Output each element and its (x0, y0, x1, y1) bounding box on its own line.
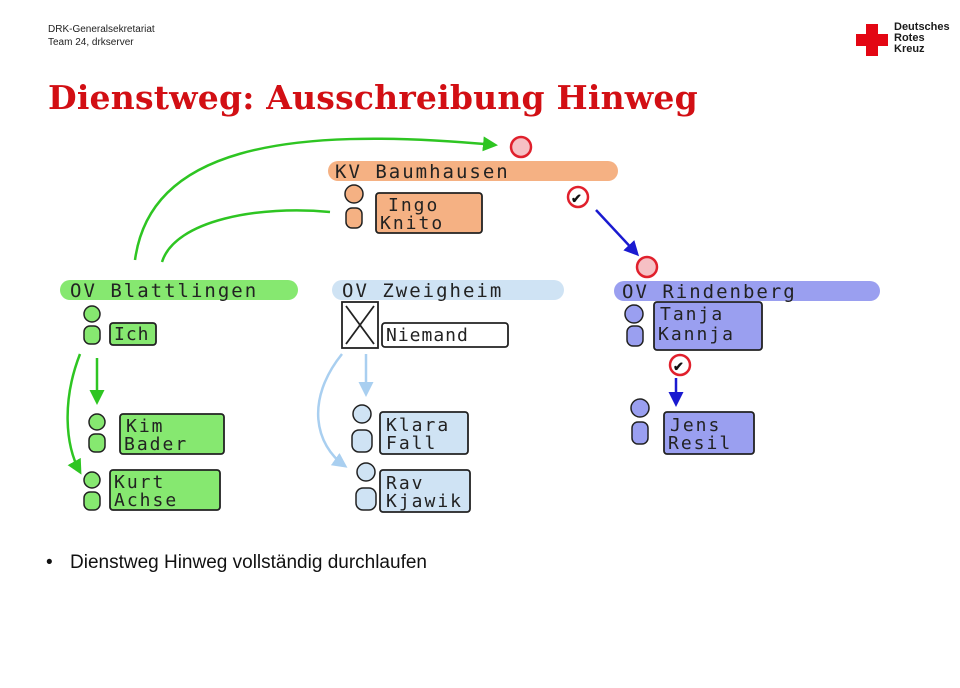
arrow-kv-to-ov1 (160, 209, 331, 263)
person-icon (630, 398, 650, 445)
svg-text:OV Zweigheim: OV Zweigheim (342, 280, 503, 302)
arrow-ov1-to-kv (133, 136, 498, 261)
svg-text:Kurt: Kurt (114, 472, 165, 493)
svg-text:Rav: Rav (386, 473, 425, 494)
person-icon (88, 413, 106, 453)
person-icon (351, 404, 373, 453)
kv-node: KV Baumhausen Ingo Knito (328, 135, 618, 234)
svg-text:Niemand: Niemand (386, 325, 469, 346)
kv-name-banner (328, 161, 618, 181)
svg-text:Fall: Fall (386, 433, 437, 454)
ov2-head-card (381, 322, 509, 348)
arrows (66, 136, 684, 475)
ov-blattlingen-node: OV Blattlingen Ich Kim Bader Kurt Achse (60, 280, 298, 511)
arrow-ov2-head-to-m2 (317, 353, 348, 468)
red-cross-icon (856, 24, 888, 56)
svg-text:Kjawik: Kjawik (386, 491, 463, 512)
status-open-icon (635, 255, 659, 279)
slide-title: Dienstweg: Ausschreibung Hinweg (48, 78, 698, 117)
svg-text:Resil: Resil (668, 433, 732, 454)
ov1-name-banner (60, 280, 298, 300)
svg-text:Ingo: Ingo (388, 195, 439, 216)
bullet-text: Dienstweg Hinweg vollständig durchlaufen (70, 552, 427, 573)
svg-text:Jens: Jens (670, 415, 721, 436)
bullet-item: • Dienstweg Hinweg vollständig durchlaufe… (46, 552, 427, 574)
checkmark-icon: ✔ (673, 359, 684, 374)
person-icon (355, 462, 377, 511)
status-done-icon (566, 185, 590, 209)
ov2-name-banner (332, 280, 564, 300)
kv-person-card (375, 192, 483, 234)
person-icon (344, 184, 364, 229)
checkmark-icon: ✔ (571, 191, 582, 206)
ov3-member1-card (663, 411, 755, 455)
ov2-member2-card (379, 469, 471, 513)
drk-logo: Deutsches Rotes Kreuz (854, 22, 954, 62)
ov1-member2-card (109, 469, 221, 511)
ov1-member1-card (119, 413, 225, 455)
svg-text:Kannja: Kannja (658, 324, 735, 345)
arrow-ov1-head-to-m2 (66, 353, 82, 475)
ov3-name-banner (614, 281, 880, 301)
svg-text:Knito: Knito (380, 213, 444, 234)
logo-wordmark: Deutsches Rotes Kreuz (894, 21, 950, 55)
svg-text:OV Blattlingen: OV Blattlingen (70, 280, 258, 302)
ov3-head-card (653, 301, 763, 351)
bullet-dot: • (46, 552, 53, 573)
svg-text:Kim: Kim (126, 416, 165, 437)
arrow-kv-to-ov3 (595, 209, 640, 257)
status-open-icon (509, 135, 533, 159)
svg-text:Ich: Ich (114, 324, 150, 345)
ov-zweigheim-node: OV Zweigheim Niemand Klara Fall Rav Kjaw… (332, 280, 564, 513)
svg-text:Achse: Achse (114, 490, 178, 511)
header-team-line: Team 24, drkserver (48, 37, 134, 48)
svg-text:Bader: Bader (124, 434, 188, 455)
status-done-icon (668, 353, 692, 377)
svg-text:Klara: Klara (386, 415, 450, 436)
ov2-member1-card (379, 411, 469, 455)
vacant-position-icon (341, 301, 379, 349)
ov-rindenberg-node: OV Rindenberg Tanja Kannja ✔ Jens Resil (614, 255, 880, 455)
person-icon (83, 305, 101, 345)
svg-text:OV Rindenberg: OV Rindenberg (622, 281, 797, 303)
svg-text:Tanja: Tanja (660, 304, 724, 325)
header-org-line: DRK-Generalsekretariat (48, 24, 155, 35)
kv-name-label: KV Baumhausen (335, 161, 510, 183)
person-icon (624, 304, 644, 347)
person-icon (83, 471, 101, 511)
ov1-head-card (109, 322, 157, 346)
